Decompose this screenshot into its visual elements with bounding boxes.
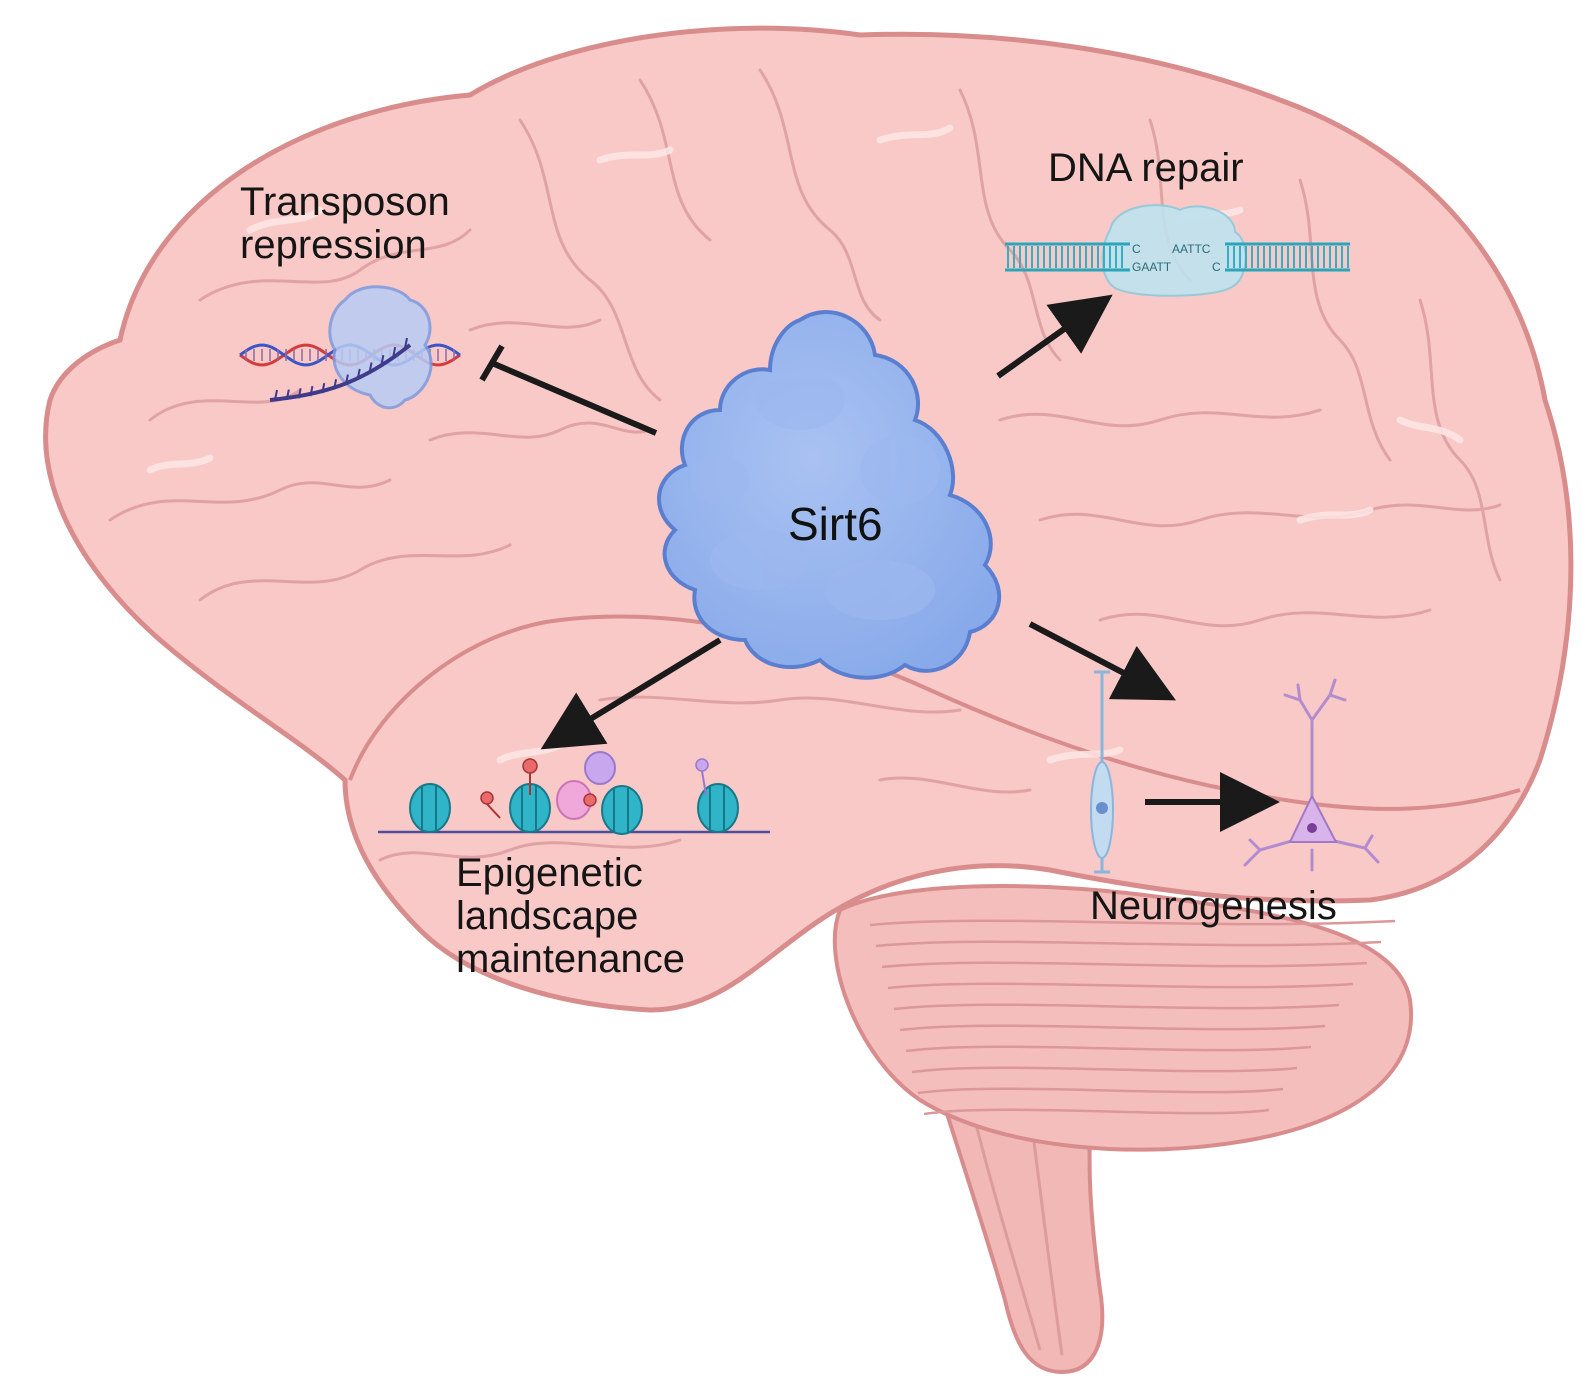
label-line: DNA repair (1048, 146, 1244, 190)
cerebellum-fold (899, 1024, 1326, 1032)
gyrus (998, 408, 1322, 428)
gyrus (428, 421, 652, 442)
progenitor-cell (1090, 670, 1114, 874)
edge-transposon-bar (479, 344, 505, 382)
transposon-tick (356, 368, 361, 380)
cerebellum-fold (923, 1108, 1270, 1116)
gyrus (108, 478, 392, 522)
highlight (596, 146, 674, 164)
label-neurogenesis: Neurogenesis (1090, 885, 1337, 928)
highlight (1296, 506, 1374, 524)
gyrus (758, 68, 882, 322)
gyrus (1038, 503, 1502, 528)
gyrus (1418, 298, 1502, 582)
label-epigenetic: Epigenetic landscape maintenance (456, 852, 685, 981)
transposon-tick (309, 385, 314, 397)
cerebellum-fold (887, 982, 1354, 990)
label-line: repression (240, 223, 427, 267)
label-line: Neurogenesis (1090, 884, 1337, 928)
label-transposon-repression: Transposon repression (240, 181, 450, 267)
nucleosome-core (697, 783, 739, 833)
transposon-tick (321, 382, 326, 394)
highlight (1396, 416, 1464, 444)
transposon-tick (297, 388, 302, 399)
edge-transposon (490, 360, 658, 436)
gyrus (378, 838, 682, 862)
label-line: Epigenetic (456, 851, 643, 895)
edge-dna-repair (996, 294, 1113, 379)
highlight (876, 124, 954, 144)
nucleosome (697, 783, 739, 833)
cerebellum-fold (869, 919, 1396, 927)
reader-proteins (480, 751, 709, 820)
epigenetic-icon (378, 751, 770, 835)
cerebellum-fold (881, 961, 1368, 969)
sirt6-label: Sirt6 (788, 498, 883, 550)
transposon-tick (274, 389, 278, 401)
dna-seq-bottom-left: GAATT (1132, 260, 1172, 274)
nucleosome (601, 785, 643, 835)
nucleosome-core (409, 783, 451, 833)
transposon-tick (368, 362, 373, 373)
highlight (146, 454, 214, 474)
nucleosome-core (601, 785, 643, 835)
cerebellum-fold (911, 1066, 1298, 1074)
gyrus (878, 776, 1032, 794)
dna-repair-icon: C AATTC GAATT C (1005, 204, 1350, 297)
gyrus (198, 543, 512, 602)
gyrus (598, 695, 962, 714)
label-dna-repair: DNA repair (1048, 147, 1244, 190)
transposon-icon (239, 285, 461, 410)
highlight (246, 206, 324, 234)
gyrus (958, 88, 1062, 362)
gyrus (1298, 178, 1392, 462)
cerebellum-fold (905, 1045, 1312, 1053)
dna-seq-top-right: AATTC (1172, 242, 1211, 256)
neuron (1243, 678, 1380, 872)
edge-epigenetic (540, 637, 722, 750)
cerebellum-fold (893, 1003, 1340, 1011)
transposon-tick (380, 354, 385, 366)
transposon-tick (392, 346, 397, 358)
transposon-tick (404, 337, 408, 349)
dna-seq-bottom-right: C (1212, 260, 1221, 274)
transposon-tick (344, 374, 349, 385)
sirt6-protein (657, 310, 1002, 680)
transposon-tick (285, 389, 290, 400)
gyrus (518, 118, 662, 402)
gyrus (1098, 608, 1432, 628)
neurogenesis-icon (1090, 670, 1380, 874)
transposon-tick (333, 379, 338, 390)
gyrus (638, 78, 712, 242)
highlight (1046, 746, 1124, 764)
label-line: maintenance (456, 937, 686, 981)
cerebellum-fold (917, 1087, 1284, 1095)
label-line: landscape (456, 894, 639, 938)
gyrus (198, 228, 472, 302)
gyrus (468, 318, 602, 332)
nucleosome (409, 783, 451, 833)
edges (479, 294, 1176, 750)
label-line: Transposon (240, 180, 450, 224)
edge-neurogenesis (1028, 621, 1176, 701)
cerebellum (832, 884, 1414, 1152)
dna-seq-top-left: C (1132, 242, 1141, 256)
cerebellum-fold (875, 940, 1382, 948)
